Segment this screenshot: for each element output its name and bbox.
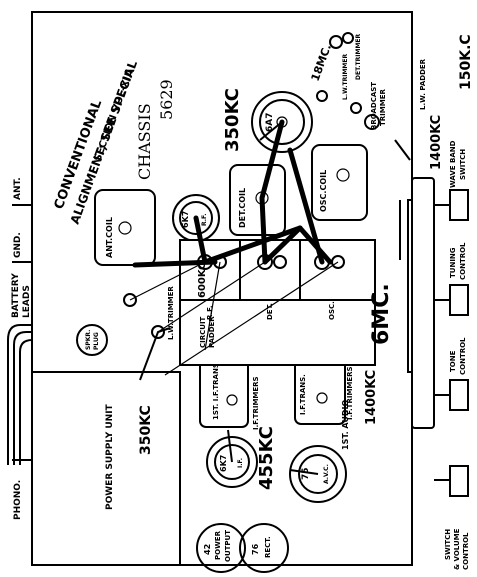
top-trimmers bbox=[316, 32, 380, 130]
tube-76-number: 76 bbox=[251, 543, 260, 555]
broadcast-trimmer-label-2: TRIMMER bbox=[379, 89, 387, 126]
freq-6mc: 6MC. bbox=[369, 283, 394, 345]
phono-label: PHONO. bbox=[13, 480, 23, 520]
wave-band-switch-label-1: WAVE BAND bbox=[449, 140, 457, 188]
ant-coil-box bbox=[94, 189, 156, 266]
tone-control-label-1: TONE bbox=[449, 350, 457, 372]
ant-lead-label: ANT. bbox=[13, 177, 23, 200]
tube-6k7-rf-label: 6K7 bbox=[181, 211, 190, 228]
lw-trimmer-top-label: L.W.TRIMMER bbox=[342, 54, 349, 100]
power-supply-outline bbox=[32, 371, 181, 565]
tube-6k7-if-sub: I.F. bbox=[237, 458, 244, 468]
freq-455kc: 455KC bbox=[256, 426, 277, 490]
first-audio-label: 1ST. AUDIO bbox=[341, 400, 350, 450]
tube-75 bbox=[289, 445, 347, 503]
control-strip bbox=[411, 177, 435, 429]
tube-42-power-output bbox=[196, 523, 246, 573]
tube-42-number: 42 bbox=[203, 544, 212, 555]
det-coil-box bbox=[229, 164, 286, 236]
det-small-label: DET. bbox=[266, 303, 274, 320]
freq-350kc-left: 350KC bbox=[138, 405, 154, 455]
tube-6k7-rf-sub: R.F. bbox=[201, 213, 208, 226]
tone-control-label-2: CONTROL bbox=[459, 337, 467, 375]
tube-42-line2: OUTPUT bbox=[224, 530, 232, 562]
tube-75-avc: A.V.C. bbox=[323, 464, 330, 484]
osc-coil-box bbox=[311, 144, 368, 221]
spkr-plug bbox=[76, 324, 108, 356]
freq-1400kc-right: 1400KC bbox=[429, 115, 444, 170]
ant-coil-label: ANT.COIL bbox=[105, 217, 114, 258]
freq-350kc-top: 350KC bbox=[222, 88, 243, 152]
if-trimmers-label-1: I.F.TRIMMERS bbox=[252, 376, 260, 430]
tube-6a7 bbox=[251, 91, 313, 153]
wave-band-switch-label-2: SWITCH bbox=[459, 149, 467, 180]
circuit-padder-label-1: CIRCUIT bbox=[199, 316, 207, 348]
battery-leads-label-2: LEADS bbox=[22, 285, 32, 318]
lw-padder-label: L.W. PADDER bbox=[419, 58, 427, 110]
if-trimmers-label-2: I.F.TRIMMERS bbox=[346, 366, 354, 420]
tuning-control-label-2: CONTROL bbox=[459, 242, 467, 280]
spkr-plug-label-1: SPKR. bbox=[85, 330, 92, 350]
lw-trimmer-left-screw bbox=[123, 293, 137, 307]
ant-coil-slug bbox=[118, 221, 132, 235]
broadcast-trimmer-label-1: BROADCAST bbox=[370, 82, 378, 130]
osc-coil-slug bbox=[336, 168, 350, 182]
switch-volume-label-1: SWITCH bbox=[444, 529, 452, 560]
battery-leads-label-1: BATTERY bbox=[11, 273, 21, 318]
det-coil-label: DET.COIL bbox=[238, 188, 247, 228]
chassis-number: 5629 bbox=[157, 79, 176, 120]
tube-6k7-if bbox=[206, 436, 258, 488]
leader-lines bbox=[129, 121, 411, 475]
control-shafts bbox=[434, 189, 469, 497]
spkr-plug-label-2: PLUG bbox=[93, 332, 100, 350]
freq-1400kc-mid: 1400KC bbox=[364, 370, 379, 425]
gnd-label: GND. bbox=[13, 232, 23, 258]
power-supply-label: POWER SUPPLY UNIT bbox=[105, 403, 115, 510]
switch-volume-label-3: CONTROL bbox=[462, 532, 470, 570]
freq-600kc: 600KC bbox=[197, 262, 208, 298]
tube-6a7-label: 6A7 bbox=[265, 113, 275, 133]
rf-mid-label: R.F. bbox=[206, 305, 214, 320]
tube-76-rect bbox=[239, 523, 289, 573]
first-if-trans-label: 1ST. I.F.TRANS. bbox=[212, 360, 220, 420]
circuit-padder-label-2: PADDER bbox=[208, 316, 216, 348]
tube-42-line1: POWER bbox=[214, 530, 222, 560]
chassis-outline bbox=[31, 11, 413, 566]
tuning-control-label-1: TUNING bbox=[449, 247, 457, 278]
freq-18mc: 18MC. bbox=[309, 42, 334, 83]
freq-150kc: 150K.C bbox=[458, 34, 474, 90]
tube-6k7-if-label: 6K7 bbox=[219, 455, 228, 472]
chassis-title: CHASSIS bbox=[135, 103, 154, 180]
switch-volume-label-2: & VOLUME bbox=[453, 528, 461, 570]
det-trimmer-label: DET.TRIMMER bbox=[355, 33, 362, 80]
lw-trimmer-left-label: L.W.TRIMMER bbox=[167, 286, 175, 340]
osc-mid-label: OSC. bbox=[328, 301, 336, 320]
heavy-wiring bbox=[132, 119, 333, 268]
tube-75-label: 75 bbox=[301, 467, 311, 480]
if-trans-label: I.F.TRANS. bbox=[299, 374, 307, 415]
tube-76-line1: RECT. bbox=[264, 536, 272, 558]
lead-wires bbox=[7, 324, 33, 465]
osc-coil-label: OSC.COIL bbox=[319, 170, 328, 212]
